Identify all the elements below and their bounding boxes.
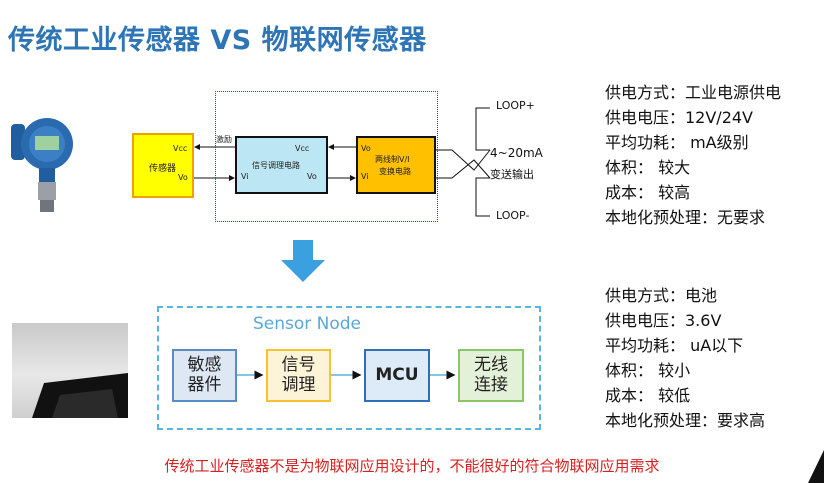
sensor-vo-label: Vo: [178, 173, 188, 182]
spec-line: 供电电压：12V/24V: [605, 108, 754, 127]
spec-line: 平均功耗： mA级别: [605, 133, 749, 152]
spec-line: 成本： 较高: [605, 183, 691, 202]
industrial-transmitter-image: [11, 118, 73, 212]
converter-label-line2: 变换电路: [379, 167, 411, 176]
sensor-node-image: [12, 323, 128, 418]
vi-converter-block: Vo 两线制V/I 变换电路 Vi: [356, 136, 436, 194]
excite-label: 激励: [216, 135, 232, 144]
conditioning-vcc-label: Vcc: [295, 144, 310, 153]
sensing-element-block: 敏感器件: [172, 349, 237, 402]
sensor-vcc-label: Vcc: [173, 144, 188, 153]
spec-line: 供电电压：3.6V: [605, 311, 722, 330]
page-title: 传统工业传感器 VS 物联网传感器: [8, 25, 427, 56]
converter-vi-label: Vi: [361, 172, 369, 181]
sensor-node-frame: [157, 306, 541, 430]
spec-line: 成本： 较低: [605, 386, 691, 405]
spec-line: 供电方式：电池: [605, 286, 718, 305]
loop-plus-label: LOOP+: [496, 99, 535, 112]
spec-line: 供电方式：工业电源供电: [605, 83, 782, 102]
sensor-block: Vcc 传感器 Vo: [132, 133, 194, 198]
traditional-specs: 供电方式：工业电源供电 供电电压：12V/24V 平均功耗： mA级别 体积： …: [605, 80, 781, 230]
wireless-block: 无线连接: [458, 349, 524, 402]
conditioning-vi-label: Vi: [241, 172, 249, 181]
loop-minus-label: LOOP-: [496, 209, 530, 222]
signal-conditioning-node-block: 信号调理: [266, 349, 331, 402]
signal-conditioning-block: Vcc 信号调理电路 Vi Vo: [235, 136, 328, 194]
output-type-label: 变送输出: [490, 168, 534, 181]
converter-vo-label: Vo: [361, 144, 371, 153]
output-current-label: 4~20mA: [490, 146, 543, 160]
conditioning-vo-label: Vo: [307, 172, 317, 181]
spec-line: 本地化预处理：要求高: [605, 411, 766, 430]
converter-label-line1: 两线制V/I: [375, 155, 410, 164]
circuit-frame: [215, 91, 438, 222]
sensor-node-title: Sensor Node: [252, 314, 362, 334]
footer-note: 传统工业传感器不是为物联网应用设计的，不能很好的符合物联网应用需求: [164, 457, 660, 475]
mcu-block: MCU: [364, 349, 430, 402]
spec-line: 体积： 较小: [605, 361, 691, 380]
conditioning-label: 信号调理电路: [252, 161, 300, 170]
iot-specs: 供电方式：电池 供电电压：3.6V 平均功耗： uA以下 体积： 较小 成本： …: [605, 283, 765, 433]
spec-line: 本地化预处理：无要求: [605, 208, 766, 227]
spec-line: 体积： 较大: [605, 158, 691, 177]
spec-line: 平均功耗： uA以下: [605, 336, 744, 355]
sensor-label: 传感器: [149, 164, 177, 174]
